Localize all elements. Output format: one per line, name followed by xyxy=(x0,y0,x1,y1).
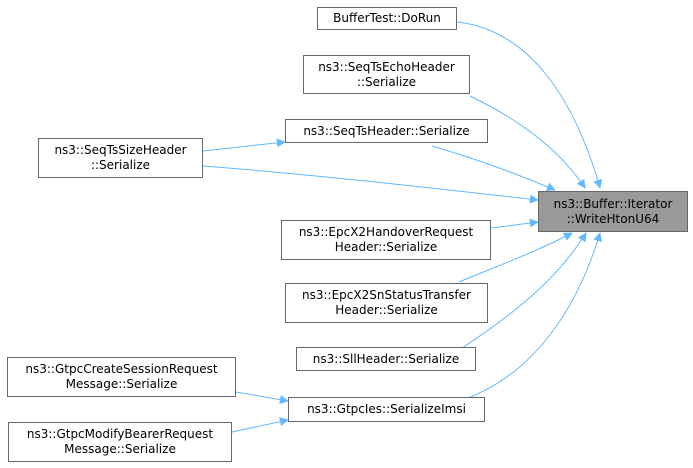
node-sllheader-serialize[interactable]: ns3::SllHeader::Serialize xyxy=(296,347,476,371)
node-gtpcies-serializeimsi[interactable]: ns3::GtpcIes::SerializeImsi xyxy=(288,397,485,422)
node-label-line2: ::Serialize xyxy=(90,158,151,172)
node-label: ns3::SeqTsHeader::Serialize xyxy=(303,123,470,138)
node-label-line1: ns3::SeqTsEchoHeader xyxy=(318,59,455,74)
node-buffertest-dorun[interactable]: BufferTest::DoRun xyxy=(317,7,457,30)
node-epcx2handover-serialize[interactable]: ns3::EpcX2HandoverRequest Header::Serial… xyxy=(281,220,491,260)
node-label: ns3::GtpcIes::SerializeImsi xyxy=(307,402,466,416)
node-seqtsheader-serialize[interactable]: ns3::SeqTsHeader::Serialize xyxy=(285,119,488,143)
node-label-line1: ns3::SeqTsSizeHeader xyxy=(54,143,187,157)
node-target-writehtonu64: ns3::Buffer::Iterator ::WriteHtonU64 xyxy=(538,191,688,232)
node-label-line2: Message::Serialize xyxy=(64,442,176,456)
node-label-line1: ns3::EpcX2SnStatusTransfer xyxy=(302,288,471,302)
node-label-line2: Message::Serialize xyxy=(65,377,178,391)
node-label-line2: Header::Serialize xyxy=(335,303,438,317)
node-epcx2sn-serialize[interactable]: ns3::EpcX2SnStatusTransfer Header::Seria… xyxy=(285,283,488,323)
node-label-line2: Header::Serialize xyxy=(334,240,438,254)
node-label-line2: ::WriteHtonU64 xyxy=(566,211,660,226)
edge-gtpcmodify-to-gtpcies xyxy=(231,417,289,433)
node-seqtssize-serialize[interactable]: ns3::SeqTsSizeHeader ::Serialize xyxy=(38,138,203,178)
node-label-line1: ns3::EpcX2HandoverRequest xyxy=(298,225,474,239)
edge-epcx2handover-to-target xyxy=(490,218,539,229)
node-label: BufferTest::DoRun xyxy=(333,11,441,25)
node-label-line1: ns3::Buffer::Iterator xyxy=(553,196,673,211)
edge-buffertest-to-target xyxy=(456,21,603,189)
node-label-line1: ns3::GtpcCreateSessionRequest xyxy=(25,362,218,376)
edge-seqtsecho-to-target xyxy=(469,95,586,189)
edge-seqtsheader-to-target xyxy=(431,145,556,191)
edge-epcx2sn-to-target xyxy=(458,232,573,283)
node-gtpcmodify-serialize[interactable]: ns3::GtpcModifyBearerRequest Message::Se… xyxy=(8,422,232,462)
edge-seqtssize-to-seqtsheader xyxy=(202,138,286,152)
node-seqtsecho-serialize[interactable]: ns3::SeqTsEchoHeader ::Serialize xyxy=(303,55,470,94)
node-label-line2: ::Serialize xyxy=(356,74,417,89)
edge-gtpcies-to-target xyxy=(467,232,602,399)
node-gtpccreate-serialize[interactable]: ns3::GtpcCreateSessionRequest Message::S… xyxy=(7,357,236,397)
node-label-line1: ns3::GtpcModifyBearerRequest xyxy=(26,427,214,441)
edge-gtpccreate-to-gtpcies xyxy=(235,391,289,405)
edge-seqtssize-to-target xyxy=(202,165,539,204)
node-label: ns3::SllHeader::Serialize xyxy=(312,351,460,366)
edges xyxy=(202,21,603,433)
edge-sllheader-to-target xyxy=(461,232,587,349)
